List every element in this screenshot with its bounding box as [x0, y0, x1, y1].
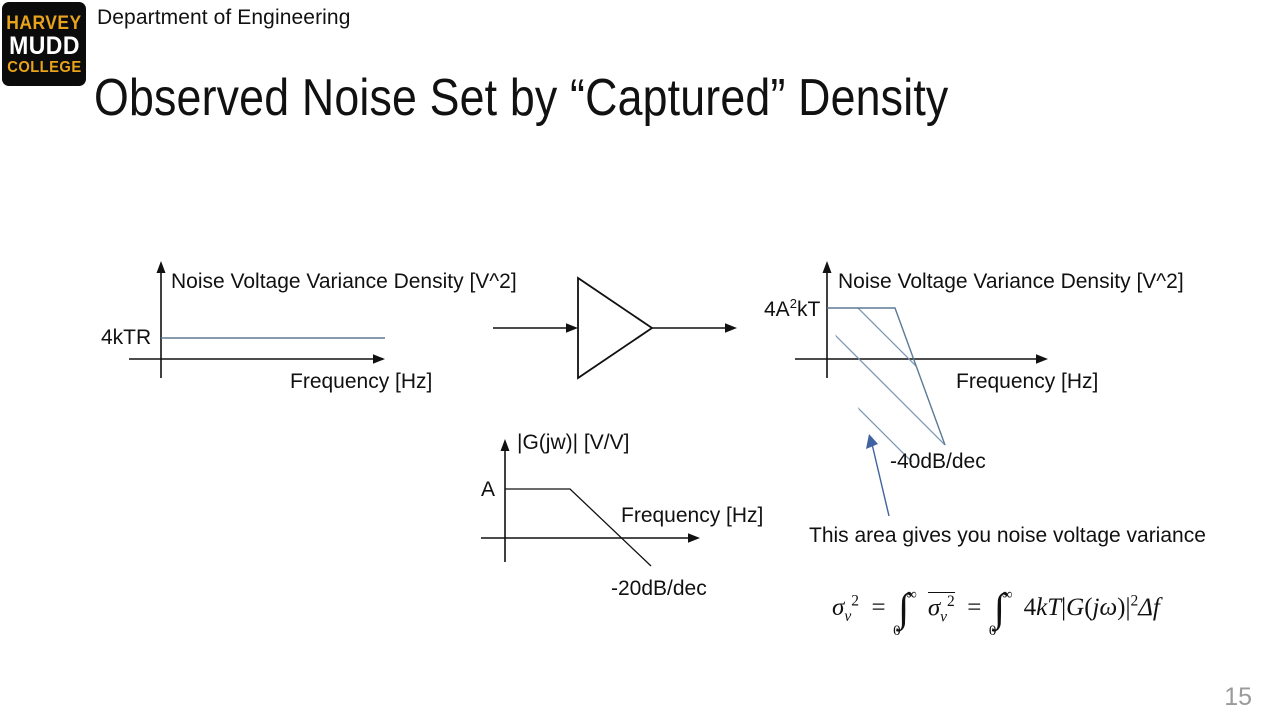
output-plot-y-axis-arrowhead — [822, 261, 832, 273]
amplifier-input-arrowhead — [566, 323, 578, 333]
harvey-mudd-college-logo: HARVEY MUDD COLLEGE — [2, 2, 86, 86]
input-plot-y-axis-label: Noise Voltage Variance Density [V^2] — [171, 270, 517, 293]
department-subtitle: Department of Engineering — [97, 6, 351, 29]
gain-plot-y-axis-label: |G(jw)| [V/V] — [517, 431, 630, 454]
page-title: Observed Noise Set by “Captured” Density — [94, 69, 949, 127]
input-plot-x-axis-arrowhead — [373, 354, 385, 364]
input-plot-y-axis-arrowhead — [156, 261, 166, 273]
output-plot-level-suffix: kT — [796, 298, 821, 321]
gain-plot-x-axis-label: Frequency [Hz] — [621, 504, 764, 527]
area-callout-leader-line — [871, 443, 890, 517]
gain-plot-y-axis-arrowhead — [500, 439, 510, 451]
output-plot-level-exponent: 2 — [789, 296, 797, 311]
input-plot-x-axis-label: Frequency [Hz] — [290, 370, 433, 393]
output-plot-y-axis-label: Noise Voltage Variance Density [V^2] — [838, 270, 1184, 293]
output-plot-level-label: 4A2kT — [764, 297, 820, 320]
gain-plot-magnitude-trace — [505, 488, 652, 567]
gain-plot-slope-label: -20dB/dec — [611, 577, 707, 600]
output-plot-x-axis-arrowhead — [1036, 354, 1048, 364]
logo-line-mudd: MUDD — [8, 32, 80, 60]
captured-area-annotation: This area gives you noise voltage varian… — [809, 524, 1206, 547]
input-plot-level-label: 4kTR — [101, 326, 152, 349]
logo-line-harvey: HARVEY — [6, 13, 82, 34]
amplifier-triangle — [577, 276, 654, 380]
noise-variance-equation: σv2 = ∫∞0 σv2 = ∫∞0 4kT|G(jω)|2Δf — [832, 585, 1160, 639]
amplifier-output-arrowhead — [725, 323, 737, 333]
gain-plot-x-axis-arrowhead — [688, 533, 700, 543]
output-plot-level-prefix: 4A — [764, 298, 790, 321]
amplifier-symbol — [493, 276, 737, 380]
output-plot-x-axis-label: Frequency [Hz] — [956, 370, 1099, 393]
logo-line-college: COLLEGE — [6, 59, 82, 76]
output-plot-slope-label: -40dB/dec — [890, 450, 986, 473]
gain-plot-level-label: A — [481, 478, 496, 501]
gain-magnitude-plot — [481, 439, 700, 567]
input-noise-density-plot — [129, 261, 385, 378]
output-plot-density-trace — [827, 307, 946, 446]
page-number: 15 — [1224, 683, 1252, 711]
area-callout-arrowhead — [866, 434, 878, 449]
